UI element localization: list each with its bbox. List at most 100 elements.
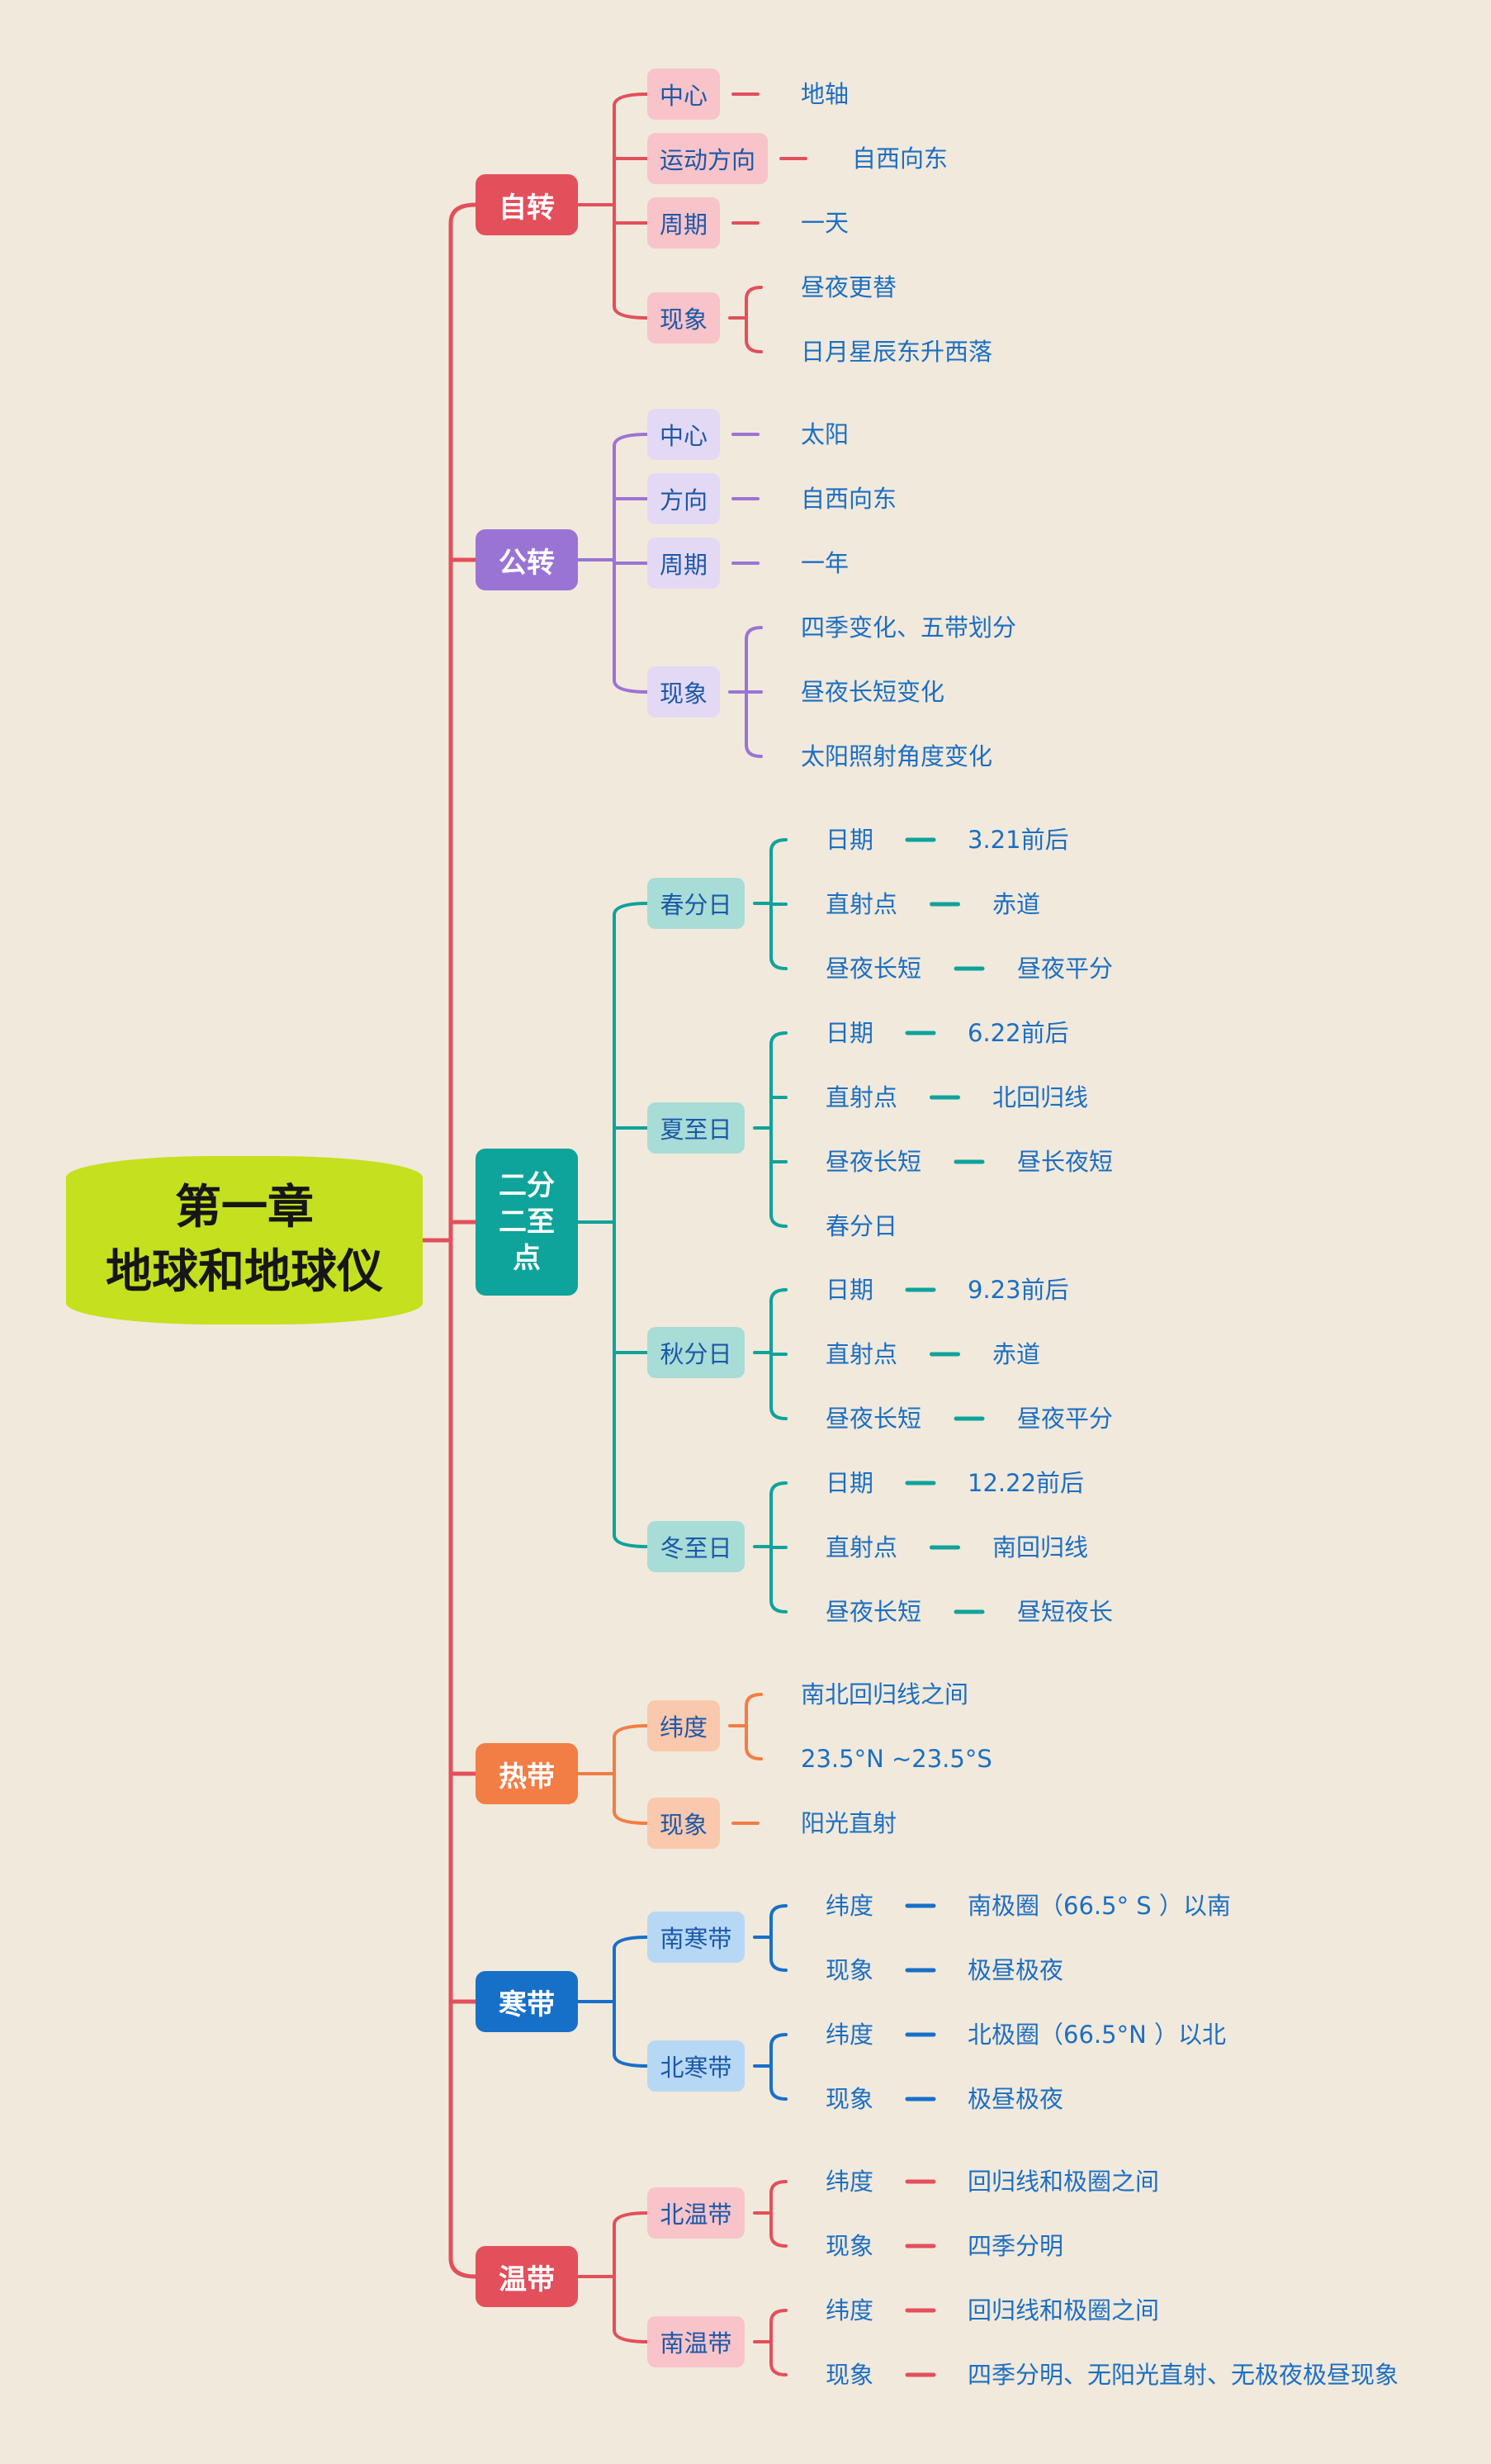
branch-topic-3[interactable]: 热带 bbox=[476, 1743, 578, 1804]
leaf-value: 6.22前后 bbox=[968, 1019, 1069, 1047]
leaf-text: 23.5°N ~23.5°S bbox=[801, 1745, 992, 1773]
leaf-text: 太阳 bbox=[801, 420, 850, 448]
leaf-key: 日期 bbox=[826, 826, 874, 854]
sub-topic[interactable]: 夏至日 bbox=[647, 1102, 745, 1154]
leaf-text: 一年 bbox=[801, 549, 850, 577]
leaf-key: 直射点 bbox=[826, 1083, 898, 1111]
root-topic[interactable]: 第一章 地球和地球仪 bbox=[66, 1156, 423, 1324]
connector-line bbox=[769, 2309, 788, 2376]
branch-topic-2[interactable]: 二分二至点 bbox=[476, 1149, 578, 1296]
branch-label-line: 点 bbox=[513, 1242, 541, 1275]
connector-line bbox=[613, 1724, 649, 1825]
leaf-key: 纬度 bbox=[826, 2168, 874, 2196]
leaf-key: 昼夜长短 bbox=[826, 955, 922, 983]
sub-topic[interactable]: 运动方向 bbox=[647, 133, 768, 184]
sub-topic[interactable]: 现象 bbox=[647, 666, 720, 718]
sub-topic[interactable]: 北温带 bbox=[647, 2187, 745, 2239]
leaf-text: 太阳照射角度变化 bbox=[801, 742, 993, 770]
leaf-value: 昼夜平分 bbox=[1017, 955, 1114, 983]
leaf-value: 9.23前后 bbox=[968, 1276, 1069, 1304]
connector-line bbox=[745, 1693, 763, 1760]
leaf-key: 现象 bbox=[826, 1956, 874, 1984]
connector-line bbox=[613, 1936, 649, 2068]
sub-topic[interactable]: 现象 bbox=[647, 1798, 720, 1849]
sub-topic[interactable]: 纬度 bbox=[647, 1700, 720, 1751]
leaf-value: 四季分明、无阳光直射、无极夜极昼现象 bbox=[968, 2361, 1399, 2389]
leaf-key: 日期 bbox=[826, 1469, 874, 1497]
leaf-value: 昼夜平分 bbox=[1017, 1405, 1114, 1433]
leaf-key: 直射点 bbox=[826, 1340, 898, 1368]
sub-topic[interactable]: 南寒带 bbox=[647, 1912, 745, 1963]
connector-line bbox=[769, 1031, 788, 1228]
root-subtitle: 地球和地球仪 bbox=[106, 1245, 383, 1299]
leaf-key: 昼夜长短 bbox=[826, 1148, 922, 1176]
connector-line bbox=[769, 1904, 788, 1972]
leaf-value: 北极圈（66.5°N ）以北 bbox=[968, 2021, 1226, 2049]
leaf-text: 昼夜长短变化 bbox=[801, 678, 945, 706]
sub-topic[interactable]: 春分日 bbox=[647, 878, 745, 929]
connector-line bbox=[613, 92, 649, 320]
leaf-key: 现象 bbox=[826, 2085, 874, 2113]
sub-topic[interactable]: 南温带 bbox=[647, 2316, 745, 2367]
leaf-value: 南回归线 bbox=[992, 1533, 1089, 1561]
leaf-text: 自西向东 bbox=[852, 145, 949, 173]
leaf-key: 纬度 bbox=[826, 1892, 874, 1920]
leaf-key: 现象 bbox=[826, 2361, 874, 2389]
branch-label: 公转 bbox=[499, 546, 555, 580]
leaf-text: 地轴 bbox=[801, 80, 850, 108]
branch-topic-1[interactable]: 公转 bbox=[476, 529, 578, 590]
leaf-value: 极昼极夜 bbox=[968, 2085, 1064, 2113]
branch-label: 热带 bbox=[499, 1760, 555, 1794]
sub-topic[interactable]: 秋分日 bbox=[647, 1327, 745, 1378]
branch-label-line: 二分 bbox=[499, 1169, 555, 1202]
leaf-key: 纬度 bbox=[826, 2021, 874, 2049]
connector-line bbox=[613, 902, 649, 1548]
leaf-value: 12.22前后 bbox=[968, 1469, 1085, 1497]
leaf-value: 赤道 bbox=[992, 1340, 1041, 1368]
leaf-value: 南极圈（66.5° S ）以南 bbox=[968, 1892, 1231, 1920]
leaf-text: 春分日 bbox=[826, 1212, 898, 1240]
sub-topic[interactable]: 中心 bbox=[647, 69, 720, 120]
branch-topic-0[interactable]: 自转 bbox=[476, 174, 578, 235]
leaf-key: 日期 bbox=[826, 1276, 874, 1304]
sub-topic[interactable]: 北寒带 bbox=[647, 2040, 745, 2092]
leaf-value: 昼短夜长 bbox=[1017, 1598, 1114, 1626]
connector-line bbox=[448, 202, 478, 2279]
leaf-text: 日月星辰东升西落 bbox=[801, 338, 993, 366]
connector-line bbox=[613, 2211, 649, 2343]
branch-topic-4[interactable]: 寒带 bbox=[476, 1971, 578, 2032]
leaf-key: 直射点 bbox=[826, 1533, 898, 1561]
branch-label-line: 二至 bbox=[499, 1206, 555, 1239]
sub-topic[interactable]: 周期 bbox=[647, 538, 720, 589]
connector-line bbox=[769, 2033, 788, 2101]
leaf-text: 一天 bbox=[801, 209, 850, 237]
sub-topic[interactable]: 冬至日 bbox=[647, 1521, 745, 1572]
leaf-text: 阳光直射 bbox=[801, 1809, 897, 1837]
leaf-value: 四季分明 bbox=[968, 2232, 1064, 2260]
branch-label: 温带 bbox=[499, 2263, 555, 2296]
leaf-value: 回归线和极圈之间 bbox=[968, 2296, 1160, 2324]
leaf-key: 直射点 bbox=[826, 890, 898, 918]
leaf-text: 四季变化、五带划分 bbox=[801, 614, 1017, 642]
root-title: 第一章 bbox=[175, 1181, 314, 1234]
leaf-key: 纬度 bbox=[826, 2296, 874, 2324]
sub-topic[interactable]: 方向 bbox=[647, 473, 720, 524]
leaf-key: 昼夜长短 bbox=[826, 1598, 922, 1626]
leaf-text: 南北回归线之间 bbox=[801, 1680, 969, 1708]
leaf-text: 昼夜更替 bbox=[801, 273, 897, 301]
sub-topic[interactable]: 周期 bbox=[647, 197, 720, 249]
sub-topic[interactable]: 中心 bbox=[647, 409, 720, 460]
leaf-value: 极昼极夜 bbox=[968, 1956, 1064, 1984]
connector-line bbox=[769, 2180, 788, 2248]
leaf-text: 自西向东 bbox=[801, 485, 897, 513]
leaf-key: 日期 bbox=[826, 1019, 874, 1047]
sub-topic[interactable]: 现象 bbox=[647, 292, 720, 344]
leaf-value: 北回归线 bbox=[992, 1083, 1089, 1111]
branch-label: 寒带 bbox=[499, 1988, 555, 2021]
leaf-value: 赤道 bbox=[992, 890, 1041, 918]
leaf-value: 昼长夜短 bbox=[1017, 1148, 1114, 1176]
connector-line bbox=[745, 286, 763, 353]
leaf-key: 昼夜长短 bbox=[826, 1405, 922, 1433]
branch-topic-5[interactable]: 温带 bbox=[476, 2246, 578, 2307]
